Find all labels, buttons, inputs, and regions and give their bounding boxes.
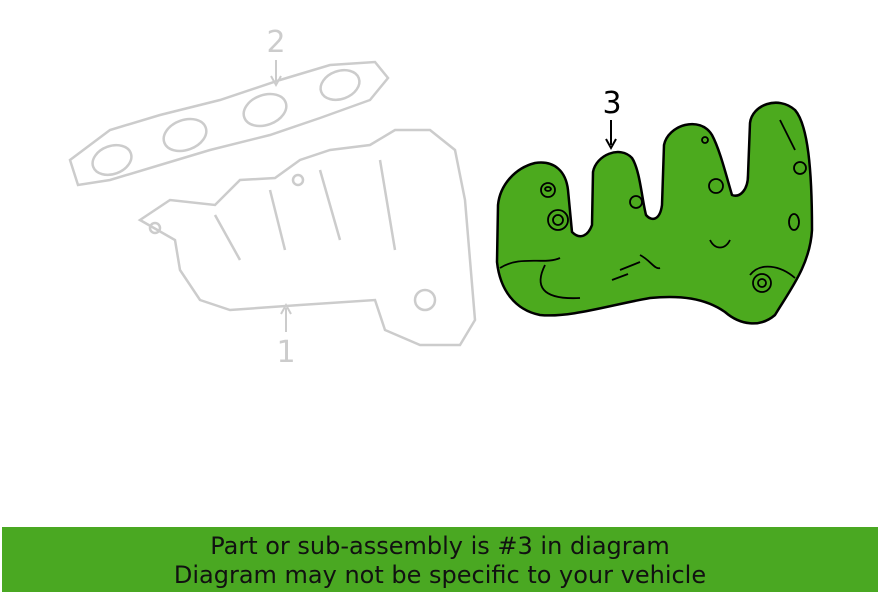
parts-diagram: 2 1 3 xyxy=(68,25,814,370)
banner-line-2: Diagram may not be specific to your vehi… xyxy=(173,561,707,589)
part-3-heat-shield[interactable] xyxy=(495,101,814,325)
banner-line-1: Part or sub-assembly is #3 in diagram xyxy=(210,532,670,560)
part-1-manifold xyxy=(137,128,477,347)
callout-3-label: 3 xyxy=(602,86,621,121)
part-2-gasket xyxy=(68,60,390,187)
callout-2-label: 2 xyxy=(266,25,285,60)
callout-1-label: 1 xyxy=(276,335,295,370)
info-banner: Part or sub-assembly is #3 in diagram Di… xyxy=(2,527,878,592)
